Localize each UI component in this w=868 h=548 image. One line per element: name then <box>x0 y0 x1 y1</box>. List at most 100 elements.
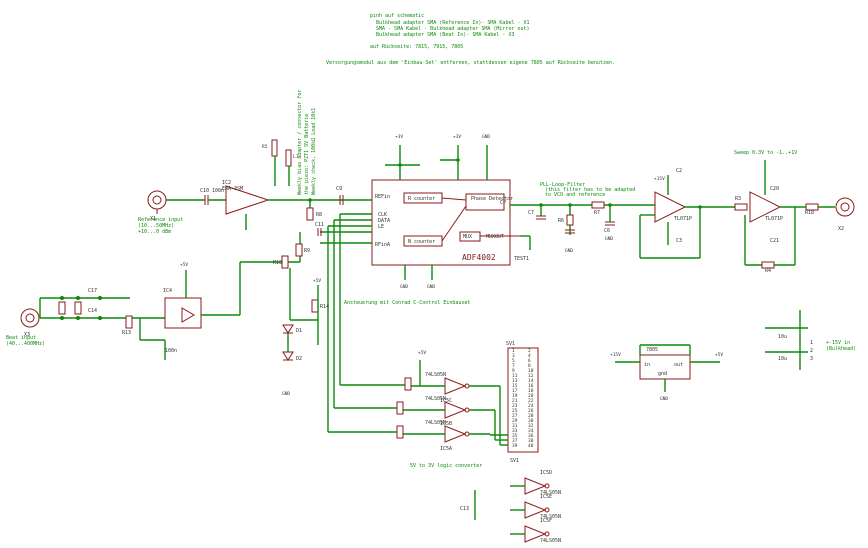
sv1-pin-label: 35 <box>512 433 518 439</box>
svg-text:74LS05N: 74LS05N <box>540 490 561 496</box>
beat-filter-network: C17 C14 R13 <box>39 288 165 341</box>
svg-text:100n: 100n <box>165 348 177 354</box>
sv1-pin-label: 37 <box>512 438 518 444</box>
svg-text:R7: R7 <box>594 210 600 216</box>
svg-text:DATA: DATA <box>378 218 390 224</box>
svg-text:74LS05N: 74LS05N <box>425 396 446 402</box>
svg-text:C10: C10 <box>200 188 209 194</box>
sv1-pin-label: 16 <box>528 383 534 389</box>
svg-text:C13: C13 <box>460 506 469 512</box>
sv1-pin-label: 27 <box>512 413 518 419</box>
opamp-2-label: TL071P <box>765 216 783 222</box>
opamp-1: TL071P +15V C2 C3 <box>639 168 735 259</box>
svg-text:2: 2 <box>810 348 813 354</box>
svg-text:74LS05N: 74LS05N <box>425 420 446 426</box>
sv1-pin-label: 9 <box>512 368 515 374</box>
svg-text:100n: 100n <box>212 188 224 194</box>
svg-text:C21: C21 <box>770 238 779 244</box>
reg-label: 7805 <box>646 347 658 353</box>
vertical-annotation: Weekly bias adapter / connector for the … <box>297 90 317 195</box>
svg-text:R13: R13 <box>122 330 131 336</box>
x2-label: X2 <box>838 226 844 232</box>
svg-text:IC5B: IC5B <box>440 421 452 427</box>
svg-text:R6: R6 <box>558 218 564 224</box>
sv1-pin-label: 25 <box>512 408 518 414</box>
sv1-pin-label: 33 <box>512 428 518 434</box>
svg-text:MUXOUT: MUXOUT <box>486 234 504 240</box>
reference-input-connector: X1 Reference input (10...50MHz) +10...0 … <box>138 190 205 235</box>
svg-text:REFin: REFin <box>375 194 390 200</box>
opamp-1-label: TL071P <box>674 216 692 222</box>
c-control-bus: Ansteuerung mit Conrad C-Control Einbaus… <box>327 213 470 433</box>
sv1-pin-label: 20 <box>528 393 534 399</box>
svg-text:74LS05N: 74LS05N <box>540 514 561 520</box>
era-ic-label: IC2 <box>222 180 231 186</box>
sv1-pin-label: 19 <box>512 393 518 399</box>
bias-network: R5 L1 <box>262 139 299 186</box>
svg-text:R9: R9 <box>304 248 310 254</box>
svg-text:LE: LE <box>378 224 384 230</box>
svg-text:+5V: +5V <box>180 262 188 268</box>
sv1-pin-label: 5 <box>512 358 515 364</box>
header-notes: pinh auf schematic Bulkhead adapter SMA … <box>326 13 615 66</box>
header-line-5: auf Rückseite: 7815, 7915, 7805 <box>370 44 463 50</box>
svg-text:C6: C6 <box>604 228 610 234</box>
era-amplifier: IC2 ERA-3SM <box>222 180 300 230</box>
sv1-pin-label: 4 <box>528 353 531 359</box>
unused-buffers: IC5D 74LS05N IC5E 74LS05N IC5F 74LS05N C… <box>460 470 561 544</box>
sv1-pin-label: 31 <box>512 423 518 429</box>
svg-text:C17: C17 <box>88 288 97 294</box>
header-line-1: pinh auf schematic <box>370 13 424 19</box>
rf-path-wires: R9 R10 C11 <box>240 222 372 320</box>
svg-text:+5V: +5V <box>418 350 426 356</box>
sv1-pin-label: 1 <box>512 348 515 354</box>
ic4-comparator: IC4 +5V 100n <box>163 262 241 360</box>
sv1-pin-label: 30 <box>528 418 534 424</box>
svg-text:C9: C9 <box>336 186 342 192</box>
svg-text:IC5F: IC5F <box>540 518 552 524</box>
svg-text:to VCO and reference: to VCO and reference <box>545 192 605 198</box>
sv1-pin-label: 8 <box>528 363 531 369</box>
svg-text:R8: R8 <box>316 212 322 218</box>
diode-section: R14 +5V D1 D2 GND <box>282 278 329 397</box>
sv1-pin-label: 38 <box>528 438 534 444</box>
svg-text:1: 1 <box>810 340 813 346</box>
steuerung-note: Ansteuerung mit Conrad C-Control Einbaus… <box>344 300 470 306</box>
svg-text:IC5E: IC5E <box>540 494 552 500</box>
sv1-pin-label: 32 <box>528 423 534 429</box>
svg-text:out: out <box>674 362 683 368</box>
adf-chip-label: ADF4002 <box>462 253 496 262</box>
x3-label: X3 <box>24 332 30 338</box>
ref-input-note: Reference input <box>138 217 183 223</box>
loop-filter: PLL-Loop-Filter (this filter has to be a… <box>510 182 660 254</box>
svg-text:C2: C2 <box>676 168 682 174</box>
pm15-note: +-15V in <box>826 340 850 346</box>
header-line-2: Bulkhead adapter SMA (Reference In)- SMA… <box>376 20 530 26</box>
svg-text:GND: GND <box>565 248 573 254</box>
svg-text:gnd: gnd <box>658 371 667 377</box>
era-part-label: ERA-3SM <box>222 186 243 192</box>
adf-power-pins: +3V +3V GND GND GND <box>385 134 490 290</box>
svg-text:in: in <box>644 362 650 368</box>
sv1-pin-label: 13 <box>512 378 518 384</box>
svg-text:Weekly check, 100kΩ Load 10k1: Weekly check, 100kΩ Load 10k1 <box>311 108 317 195</box>
sv1-pin-label: 3 <box>512 353 515 359</box>
input-coupling: C10 100n <box>200 188 226 205</box>
svg-text:C20: C20 <box>770 186 779 192</box>
svg-text:R18: R18 <box>805 210 814 216</box>
regulator-7805: 7805 in out gnd +15V +5V GND <box>610 344 723 402</box>
svg-text:+15V: +15V <box>654 176 665 182</box>
svg-text:L1: L1 <box>293 154 299 160</box>
svg-text:+3V: +3V <box>395 134 403 140</box>
sv1-pin-label: 23 <box>512 403 518 409</box>
svg-text:3: 3 <box>810 356 813 362</box>
sv1-pin-label: 21 <box>512 398 518 404</box>
svg-text:GND: GND <box>427 284 435 290</box>
svg-text:R14: R14 <box>320 304 329 310</box>
svg-text:R4: R4 <box>765 268 771 274</box>
svg-text:10u: 10u <box>778 334 787 340</box>
svg-text:(Bulkhead): (Bulkhead) <box>826 346 856 352</box>
svg-text:74LS05N: 74LS05N <box>425 372 446 378</box>
svg-text:IC5C: IC5C <box>440 398 452 404</box>
